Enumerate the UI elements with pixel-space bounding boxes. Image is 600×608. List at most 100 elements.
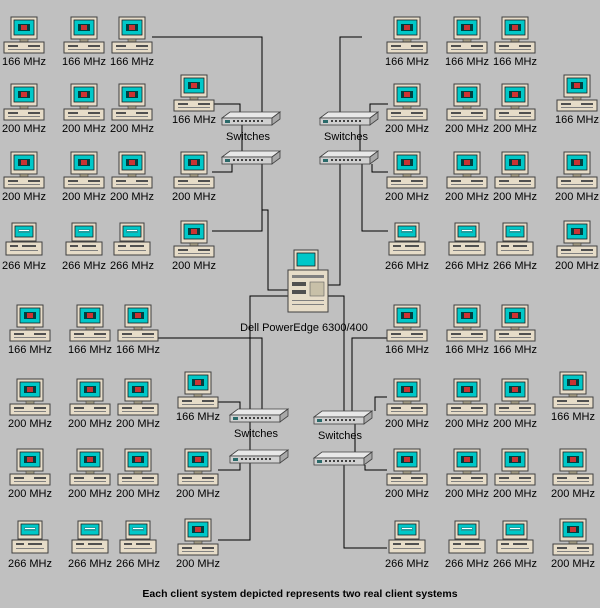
switch-label: Switches [226,131,271,143]
client-speed-label: 166 MHz [551,411,595,423]
client-system-bottom-left-3: 166 MHz [116,304,160,356]
dell-poweredge-server: Dell PowerEdge 6300/400 [240,249,368,334]
network-cable-1 [152,36,263,112]
client-speed-label: 166 MHz [68,344,112,356]
computer-icon [177,371,219,409]
computer-icon [552,448,594,486]
computer-icon [69,378,111,416]
network-cable-25 [328,295,345,411]
client-speed-label: 266 MHz [8,558,52,570]
client-speed-label: 200 MHz [445,123,489,135]
computer-icon [173,74,215,112]
client-speed-label: 200 MHz [172,191,216,203]
computer-icon [173,220,215,258]
client-speed-label: 166 MHz [385,344,429,356]
client-speed-label: 200 MHz [445,488,489,500]
computer-icon [117,448,159,486]
client-speed-label: 200 MHz [385,488,429,500]
client-speed-label: 266 MHz [110,260,154,272]
client-speed-label: 166 MHz [8,344,52,356]
client-speed-label: 200 MHz [493,488,537,500]
client-speed-label: 200 MHz [385,418,429,430]
computer-icon [446,83,488,121]
client-system-top-left-3: 166 MHz [110,16,154,68]
client-system-bottom-left-12: 266 MHz [8,520,52,570]
client-speed-label: 200 MHz [493,191,537,203]
switch-top-right-upper: Switches [319,111,379,143]
switch-top-right-lower [319,150,379,165]
client-system-bottom-left-11: 200 MHz [176,448,220,500]
client-speed-label: 200 MHz [110,123,154,135]
computer-icon [494,16,536,54]
client-speed-label: 200 MHz [2,123,46,135]
client-speed-label: 200 MHz [68,488,112,500]
client-system-top-right-12: 266 MHz [385,222,429,272]
network-cable-10 [371,164,388,173]
computer-icon [552,371,594,409]
switch-top-left-upper: Switches [221,111,281,143]
client-system-bottom-left-8: 200 MHz [8,448,52,500]
client-system-bottom-right-6: 200 MHz [493,378,537,430]
client-system-top-left-6: 200 MHz [62,83,106,135]
client-system-top-right-14: 266 MHz [493,222,537,272]
client-system-top-right-1: 166 MHz [385,16,429,68]
network-cable-21 [374,396,387,411]
client-system-bottom-right-4: 200 MHz [385,378,429,430]
computer-icon [117,378,159,416]
client-speed-label: 266 MHz [68,558,112,570]
client-system-bottom-right-8: 200 MHz [385,448,429,500]
client-speed-label: 166 MHz [62,56,106,68]
computer-icon [111,16,153,54]
computer-icon [9,448,51,486]
network-cable-11 [361,164,388,232]
computer-icon [65,222,103,256]
server-label: Dell PowerEdge 6300/400 [240,322,368,334]
network-cable-13 [158,337,263,409]
client-speed-label: 166 MHz [385,56,429,68]
switch-bottom-right-lower [313,451,373,466]
computer-icon [11,520,49,554]
computer-icon [446,304,488,342]
client-system-top-left-15: 200 MHz [172,220,216,272]
switch-icon [229,408,289,423]
client-speed-label: 266 MHz [493,558,537,570]
computer-icon [386,151,428,189]
network-cable-24 [343,465,387,549]
computer-icon [9,304,51,342]
client-speed-label: 200 MHz [176,488,220,500]
client-system-top-left-8: 200 MHz [2,151,46,203]
client-system-bottom-left-10: 200 MHz [116,448,160,500]
computer-icon [69,448,111,486]
client-speed-label: 200 MHz [493,123,537,135]
switch-bottom-right-upper: Switches [313,410,373,442]
client-speed-label: 200 MHz [110,191,154,203]
computer-icon [448,520,486,554]
client-speed-label: 200 MHz [116,488,160,500]
client-speed-label: 166 MHz [555,114,599,126]
switch-icon [319,111,379,126]
client-speed-label: 166 MHz [445,344,489,356]
client-speed-label: 166 MHz [110,56,154,68]
switch-icon [221,150,281,165]
client-system-top-left-12: 266 MHz [2,222,46,272]
switch-bottom-left-lower [229,449,289,464]
client-system-bottom-right-1: 166 MHz [385,304,429,356]
client-speed-label: 266 MHz [385,260,429,272]
client-speed-label: 200 MHz [551,488,595,500]
switch-icon [221,111,281,126]
client-system-top-right-2: 166 MHz [445,16,489,68]
network-cable-19 [351,337,387,411]
computer-icon [173,151,215,189]
computer-icon [69,304,111,342]
client-system-top-right-15: 200 MHz [555,220,599,272]
client-system-bottom-right-14: 266 MHz [493,520,537,570]
client-system-top-right-13: 266 MHz [445,222,489,272]
client-speed-label: 200 MHz [116,418,160,430]
client-system-bottom-right-3: 166 MHz [493,304,537,356]
switch-icon [229,449,289,464]
client-system-top-right-3: 166 MHz [493,16,537,68]
computer-icon [494,378,536,416]
client-system-top-right-9: 200 MHz [445,151,489,203]
